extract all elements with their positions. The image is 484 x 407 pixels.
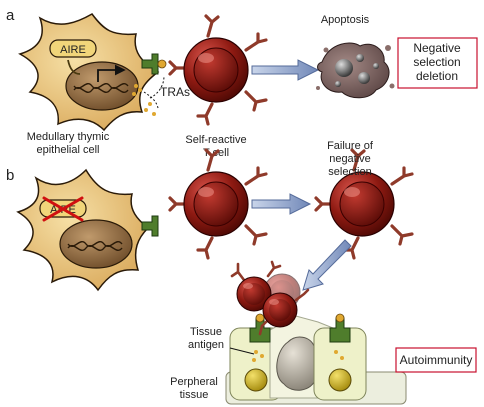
failure-label-line3: selection <box>328 166 371 178</box>
thymic-epithelial-cell-b: AIRE <box>16 168 159 292</box>
dna-a <box>73 87 129 93</box>
panel-a-letter: a <box>6 7 15 24</box>
failure-label-line1: Failure of <box>327 140 374 152</box>
peptide-a <box>157 59 167 69</box>
box-a-line2: selection <box>413 55 460 69</box>
panel-b-letter: b <box>6 167 14 184</box>
tras-label: TRAs <box>160 85 190 99</box>
mhc-a <box>141 53 159 75</box>
t-cell-b-1 <box>168 148 268 260</box>
peripheral-tissue <box>225 313 407 405</box>
aire-pointer <box>67 59 81 75</box>
arrow-to-tissue <box>302 239 352 291</box>
negative-selection-box <box>397 37 478 89</box>
thymic-epithelial-cell-a: AIRE <box>18 13 167 132</box>
aire-label-a: AIRE <box>60 44 86 56</box>
mhc-tissue-right <box>329 317 351 343</box>
aire-protein-a <box>49 39 97 58</box>
thymic-label-line2: epithelial cell <box>37 144 100 156</box>
peripheral-label-line1: Perpheral <box>170 376 218 388</box>
tras-dots <box>132 75 165 116</box>
tissue-antigen-line2: antigen <box>188 339 224 351</box>
box-a-line1: Negative <box>413 41 461 55</box>
tissue-antigen-leader <box>229 347 255 355</box>
apoptotic-cell <box>316 42 395 99</box>
arrow-to-escaped-tcell <box>251 193 312 215</box>
dna-b <box>67 245 123 251</box>
transcription-arrow <box>97 64 126 82</box>
tissue-antigen-line1: Tissue <box>190 326 222 338</box>
aire-absent-cross <box>42 196 84 222</box>
mhc-b <box>141 215 159 237</box>
thymic-label-line1: Medullary thymic <box>27 131 110 143</box>
peripheral-label-line2: tissue <box>180 389 209 401</box>
t-cell-b-2 <box>314 148 414 260</box>
box-a-line3: deletion <box>416 69 458 83</box>
attacking-tcell-cluster <box>230 260 310 336</box>
autoimmunity-label: Autoimmunity <box>400 353 473 367</box>
failure-label-line2: negative <box>329 153 371 165</box>
t-cell-a <box>168 14 268 126</box>
autoimmunity-box <box>395 347 477 373</box>
tcell-label-a-line1: Self-reactive <box>185 134 246 146</box>
arrow-to-apoptosis <box>251 59 320 81</box>
apoptosis-label: Apoptosis <box>321 14 370 26</box>
